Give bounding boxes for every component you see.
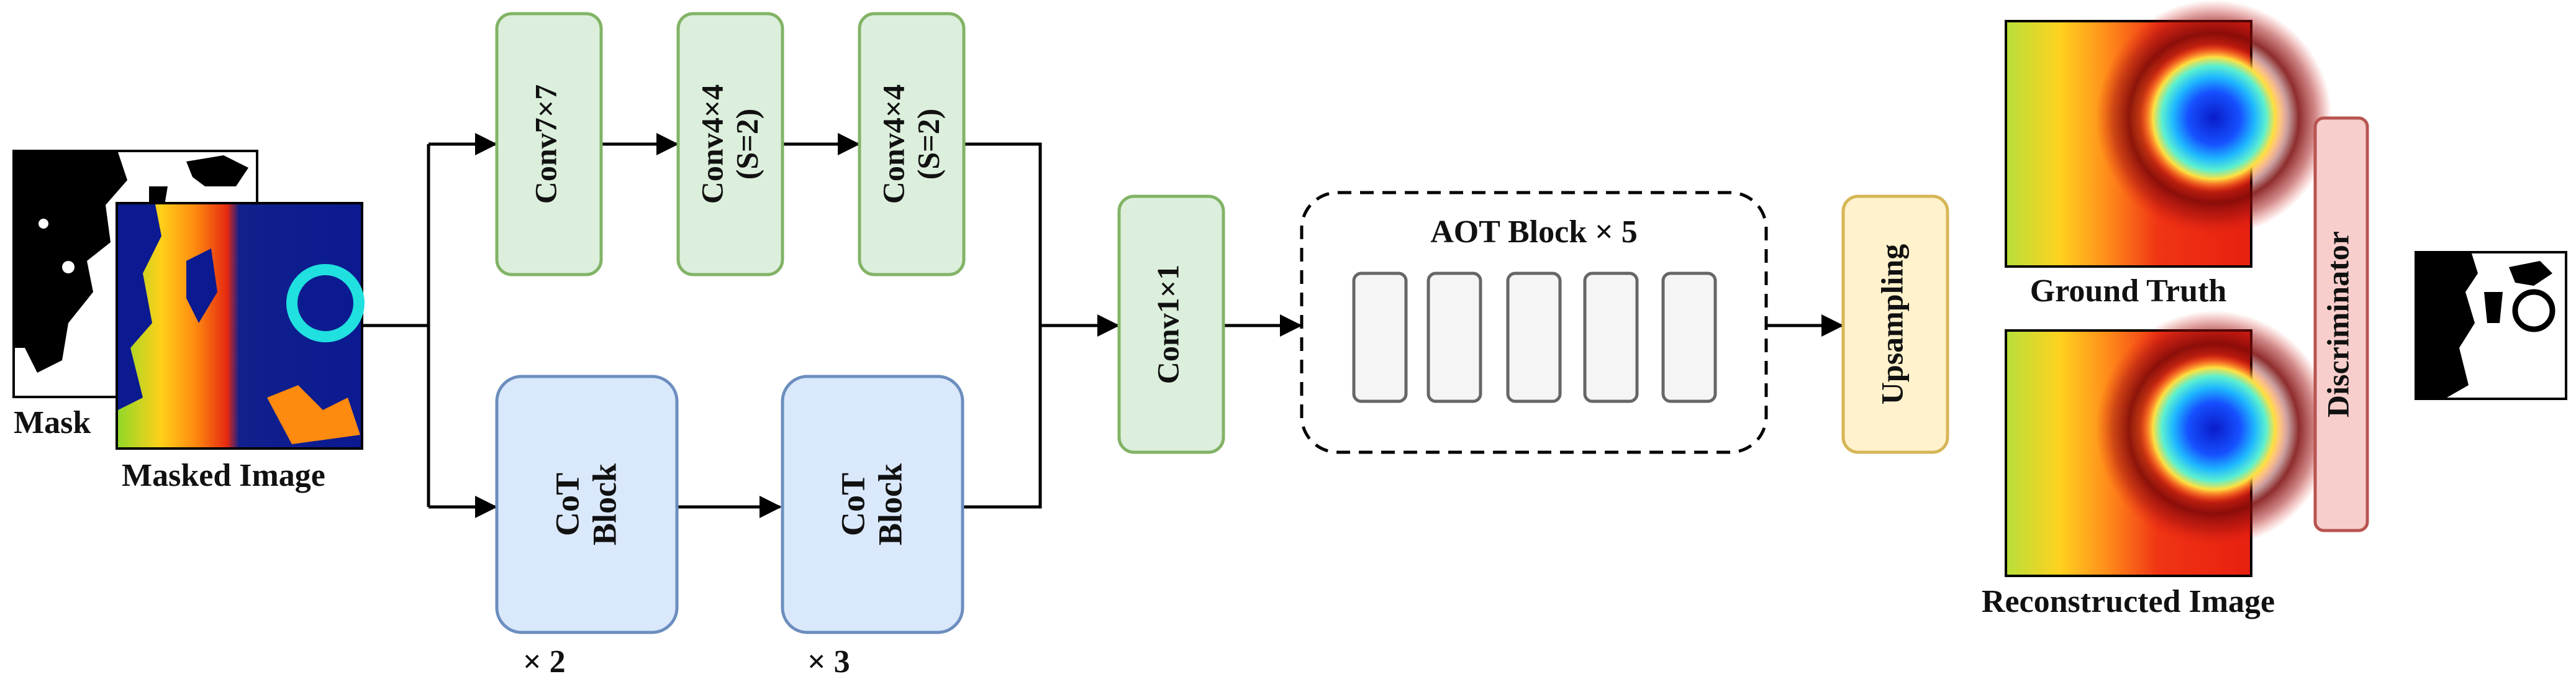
- conv7x7-block: Conv7×7: [495, 12, 603, 276]
- mask-label: Mask: [14, 405, 91, 440]
- aot-block-3: [1506, 271, 1562, 403]
- reconstructed-image: [2005, 311, 2332, 577]
- discriminator-label: Discriminator: [2320, 231, 2355, 417]
- upsampling-block: Upsampling: [1841, 194, 1949, 454]
- aot-block-5: [1661, 271, 1717, 403]
- cot-block-2-line1: CoT: [834, 473, 871, 536]
- conv4x4-1-label: Conv4×4: [694, 84, 729, 204]
- cot-block-1-line2: Block: [586, 463, 623, 545]
- cot-block-2-repeat: × 3: [807, 644, 850, 679]
- aot-block-1: [1352, 271, 1408, 403]
- reconstructed-label: Reconstructed Image: [1982, 584, 2275, 619]
- conv4x4-block-2: Conv4×4 (S=2): [858, 12, 966, 276]
- discriminator-block: Discriminator: [2313, 116, 2369, 532]
- predicted-mask-output: [2415, 251, 2567, 400]
- conv4x4-2-label: Conv4×4: [876, 84, 910, 204]
- conv7x7-label: Conv7×7: [528, 84, 563, 204]
- masked-image: [116, 202, 365, 450]
- conv1x1-label: Conv1×1: [1150, 265, 1185, 384]
- connectors: [362, 133, 1844, 518]
- aot-block-group: AOT Block × 5: [1300, 191, 1768, 454]
- aot-title: AOT Block × 5: [1430, 214, 1638, 250]
- cot-block-1-line1: CoT: [548, 473, 586, 536]
- aot-block-4: [1583, 271, 1639, 403]
- upsampling-label: Upsampling: [1874, 244, 1909, 404]
- ground-truth-label: Ground Truth: [2030, 273, 2227, 309]
- cot-block-1: CoT Block: [495, 375, 679, 634]
- conv4x4-1-stride: (S=2): [729, 109, 764, 180]
- cot-block-2-line2: Block: [871, 463, 909, 545]
- conv4x4-2-stride: (S=2): [910, 109, 945, 180]
- cot-block-2: CoT Block: [781, 375, 964, 634]
- masked-image-label: Masked Image: [122, 458, 325, 493]
- aot-block-2: [1426, 271, 1482, 403]
- conv4x4-block-1: Conv4×4 (S=2): [676, 12, 784, 276]
- cot-block-1-repeat: × 2: [523, 644, 566, 679]
- conv1x1-block: Conv1×1: [1117, 194, 1225, 454]
- ground-truth-image: [2005, 0, 2332, 268]
